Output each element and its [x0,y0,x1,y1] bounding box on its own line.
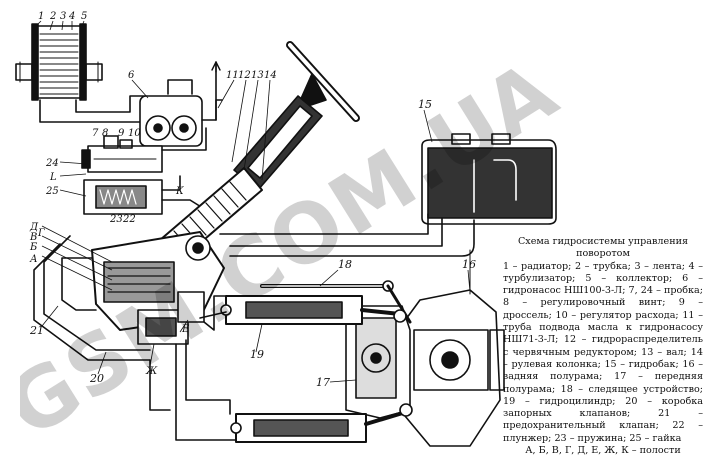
callout-B: Б [29,242,38,253]
callout-6: 6 [128,70,135,81]
figure-legend: 1 – радиатор; 2 – трубка; 3 – лента; 4 –… [503,260,703,444]
callout-L: L [49,172,57,183]
callout-5: 5 [81,11,87,22]
callout-V: В [29,232,37,243]
figure-title: Схема гидросистемы управления поворотом [517,236,689,260]
callout-12: 12 [238,70,251,81]
callout-23: 23 [109,214,123,225]
callout-15: 15 [418,98,432,111]
callout-3: 3 [60,11,66,22]
hydraulic-pump [139,61,223,147]
rear-half-frame [397,249,505,447]
hydraulic-distributor [91,231,225,345]
callout-19: 19 [250,348,264,361]
callout-9: 9 [118,128,125,139]
callout-4: 4 [68,11,75,22]
callout-16: 16 [462,258,476,271]
hydraulic-cylinder-upper [220,295,407,325]
callout-10: 10 [128,128,141,139]
hydraulic-cylinder-lower [230,403,413,443]
callout-8: 8 [102,128,108,139]
callout-20: 20 [89,372,104,385]
front-half-frame [345,305,411,419]
callout-7: 7 [92,128,99,139]
callout-14: 14 [264,70,277,81]
callout-25: 25 [45,186,59,197]
callout-D: Д [29,222,39,233]
callout-K: К [175,186,184,197]
radiator [15,23,103,101]
radiator-outlet-pipe [39,99,151,123]
callout-2: 2 [49,11,56,22]
callout-1: 1 [38,11,44,22]
figure-caption: Схема гидросистемы управления поворотом … [503,236,703,457]
valve-box-line [33,243,151,361]
hydraulic-tank [421,133,557,225]
callout-17: 17 [316,376,330,389]
outflow-arrow [211,61,221,73]
figure-cavities-note: А, Б, В, Г, Д, Е, Ж, К – полости [525,445,681,457]
callout-21: 21 [29,324,44,337]
safety-valve-line [61,257,97,311]
callout-22: 22 [122,214,136,225]
flow-regulator [81,135,181,215]
callout-Zh: Ж [145,366,158,377]
radiator-inlet-pipe [75,95,147,113]
callout-13: 13 [251,70,264,81]
callout-11: 11 [226,70,239,81]
callout-E: Е [181,324,190,335]
callout-24: 24 [45,158,59,169]
callout-A: А [29,254,38,265]
callout-G: Г [37,228,45,239]
callout-18: 18 [338,258,352,271]
